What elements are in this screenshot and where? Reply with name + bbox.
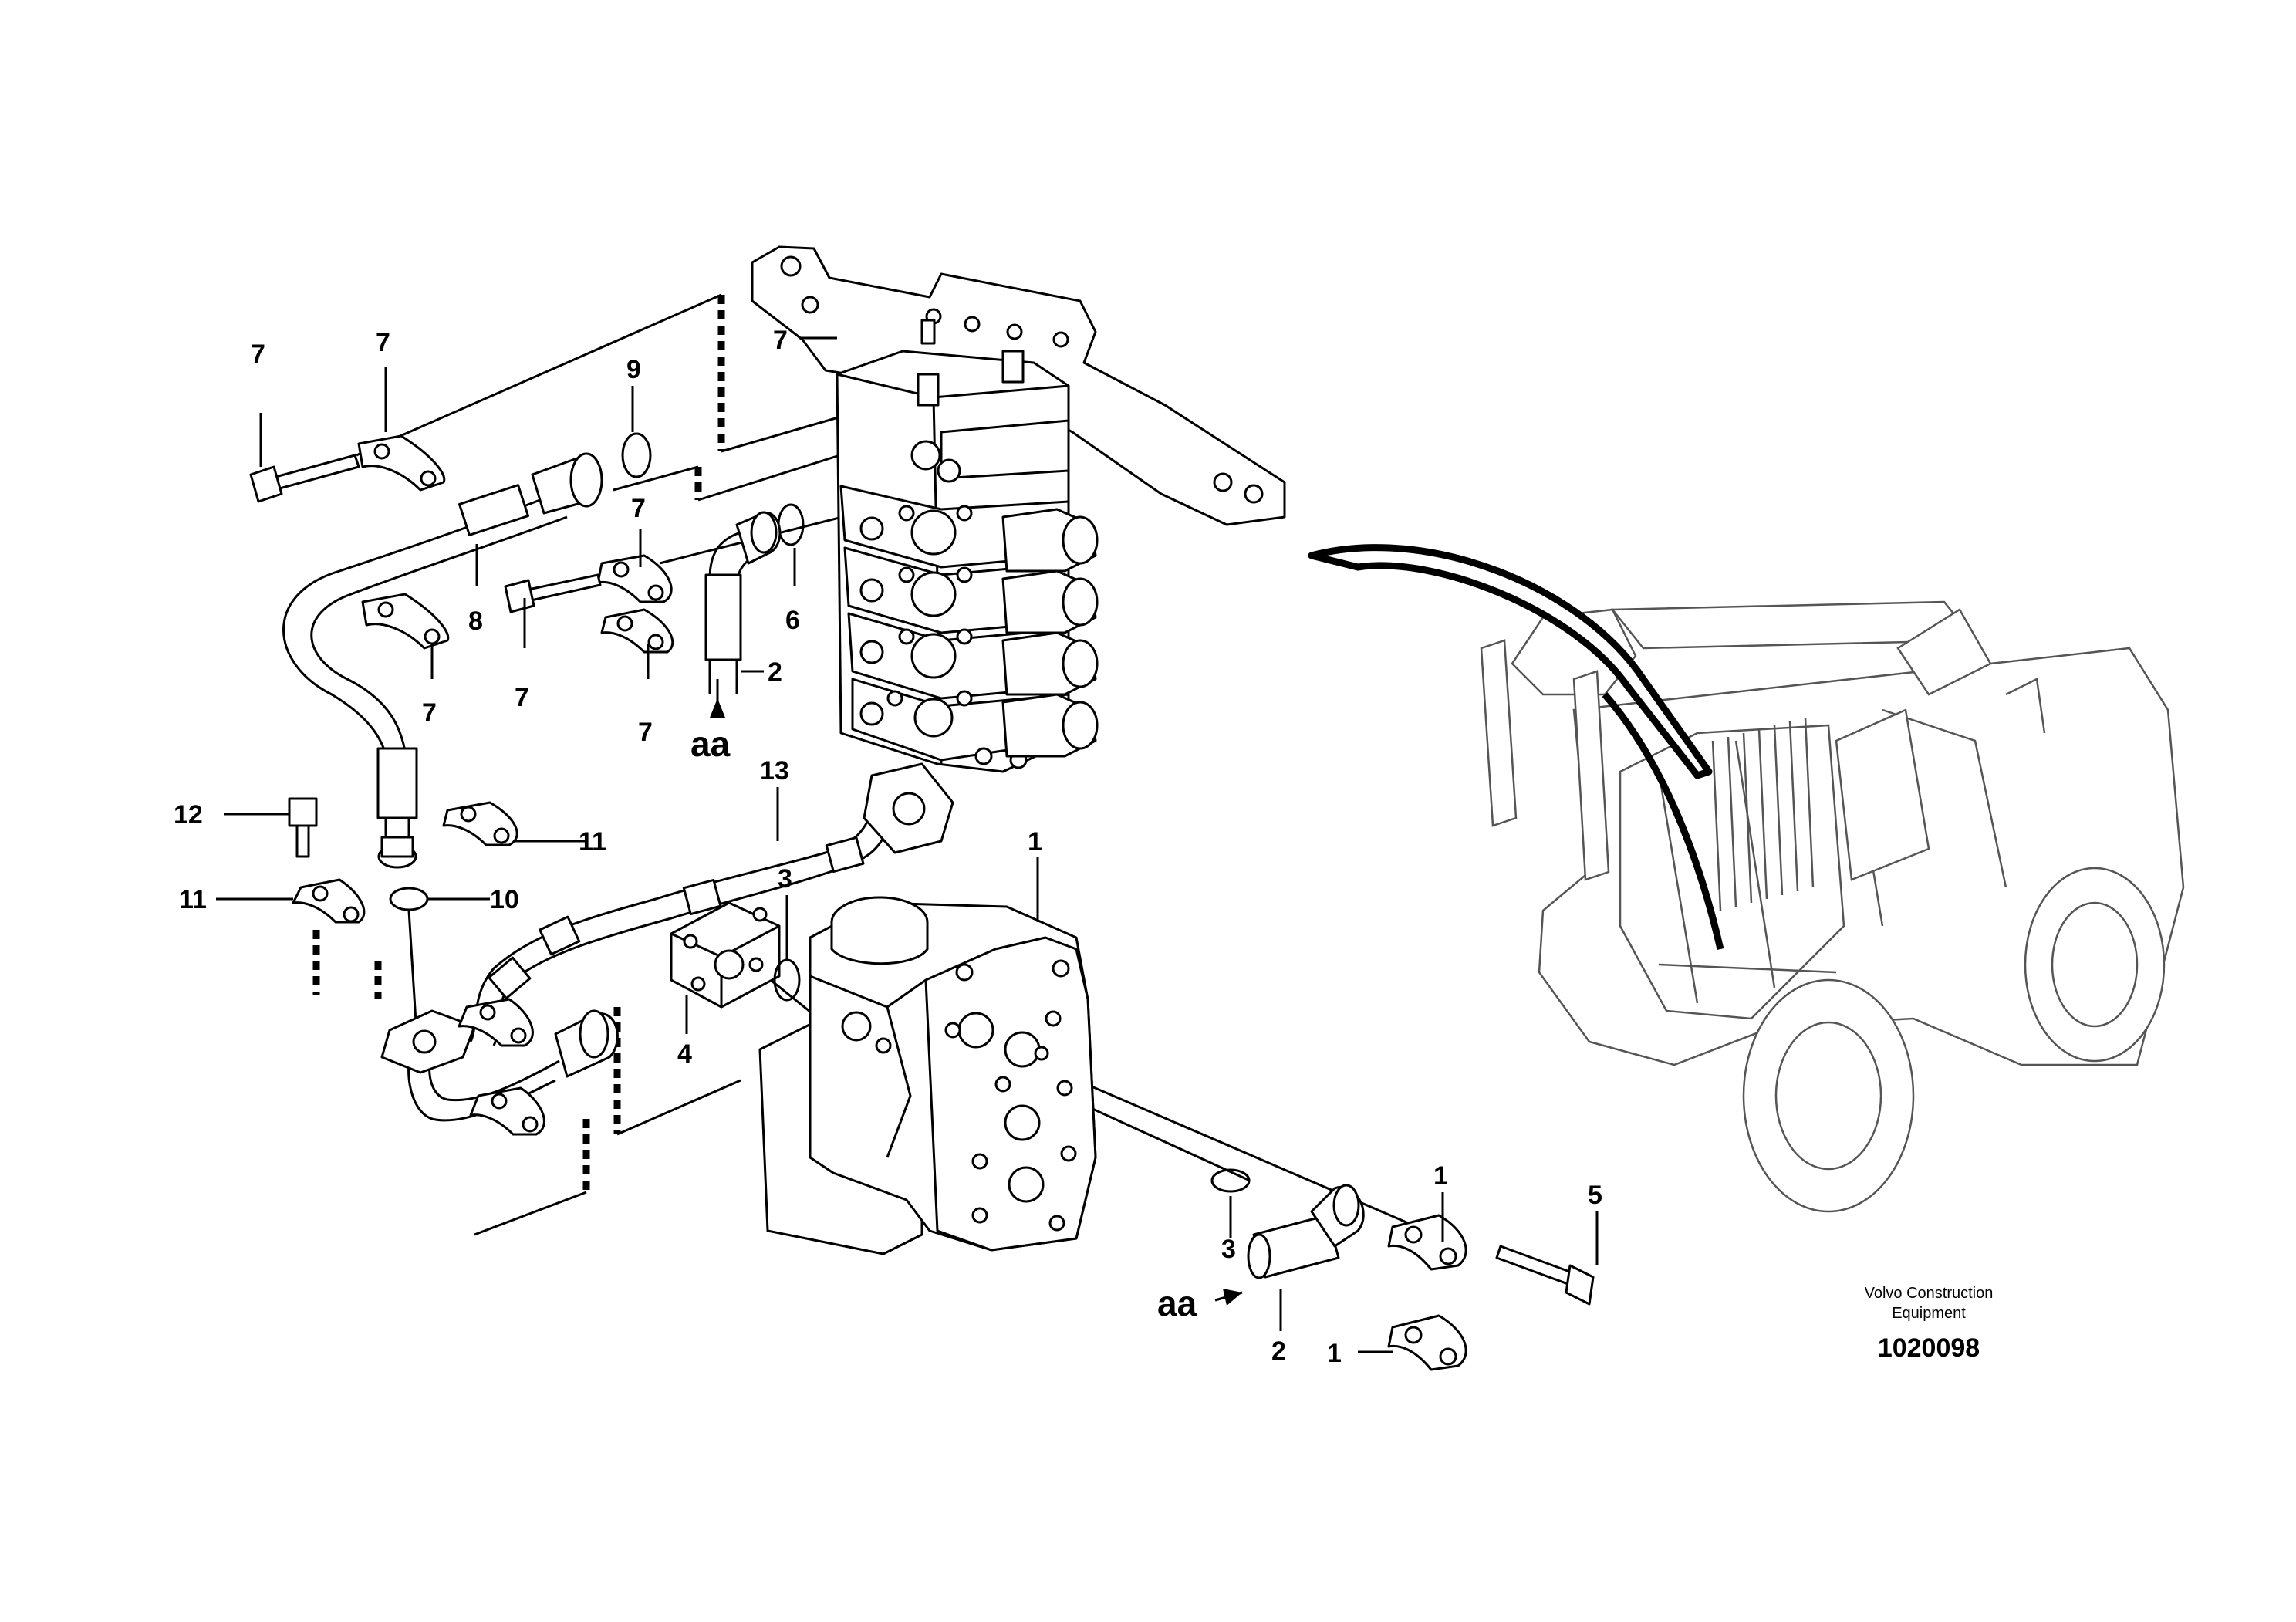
callout-label: 12 — [174, 800, 203, 830]
callout-label: 7 — [515, 683, 529, 712]
location-pointer — [1308, 544, 1724, 951]
title-block: Volvo Construction Equipment 1020098 — [1865, 1285, 1994, 1363]
flange-plate — [670, 901, 781, 1009]
callout-label: 2 — [1271, 1336, 1286, 1366]
arrow-labels: aa aa — [690, 724, 1197, 1323]
callout-label: 9 — [626, 355, 641, 384]
o-ring-6 — [777, 503, 805, 546]
main-valve-body — [758, 896, 1097, 1255]
callout-label: 7 — [251, 340, 265, 369]
o-ring-9 — [621, 432, 652, 478]
callout-label: 11 — [179, 885, 207, 914]
hose-8 — [282, 452, 603, 869]
callout-label: 5 — [1588, 1181, 1602, 1210]
arrow-label-aa: aa — [690, 724, 731, 764]
control-valve-assembly — [751, 245, 1286, 773]
callout-label: 6 — [785, 606, 800, 635]
tube-13 — [469, 762, 954, 1046]
callout-label: 11 — [579, 827, 606, 857]
callout-label: 1 — [1327, 1339, 1342, 1368]
callout-label: 13 — [760, 756, 789, 786]
callout-label: 1 — [1433, 1161, 1448, 1191]
callout-label: 8 — [468, 607, 483, 636]
callout-label: 7 — [631, 494, 646, 523]
dashed-hose-lines — [312, 295, 725, 1192]
flange-clamps — [292, 434, 1467, 1371]
callout-label: 2 — [768, 657, 782, 687]
bolts — [249, 454, 1595, 1306]
callout-label: 7 — [773, 326, 788, 355]
o-ring-3-lower — [1210, 1168, 1251, 1193]
machine-overview — [1480, 600, 2185, 1213]
callout-label: 7 — [638, 718, 653, 747]
elbow-fitting-lower — [1247, 1184, 1365, 1279]
o-ring-10 — [389, 887, 429, 911]
radiator-grille — [1711, 717, 1815, 911]
elbow-fitting-upper — [704, 511, 782, 694]
callout-label: 10 — [490, 885, 519, 914]
callout-label: 3 — [1221, 1235, 1236, 1264]
credit-line-2: Equipment — [1892, 1305, 1966, 1322]
callout-label: 1 — [1028, 827, 1042, 857]
callout-label: 7 — [422, 698, 437, 728]
leader-lines — [216, 336, 1599, 1353]
callout-label: 3 — [778, 864, 792, 894]
credit-line-1: Volvo Construction — [1865, 1285, 1994, 1302]
arrow-label-aa: aa — [1157, 1283, 1197, 1323]
drawing-number: 1020098 — [1878, 1333, 1980, 1363]
callout-labels: 7 7 9 7 7 8 7 7 7 6 2 13 12 11 11 10 1 3… — [174, 326, 1602, 1368]
callout-label: 4 — [677, 1039, 692, 1069]
solenoids — [1001, 508, 1099, 758]
callout-label: 7 — [376, 328, 390, 357]
